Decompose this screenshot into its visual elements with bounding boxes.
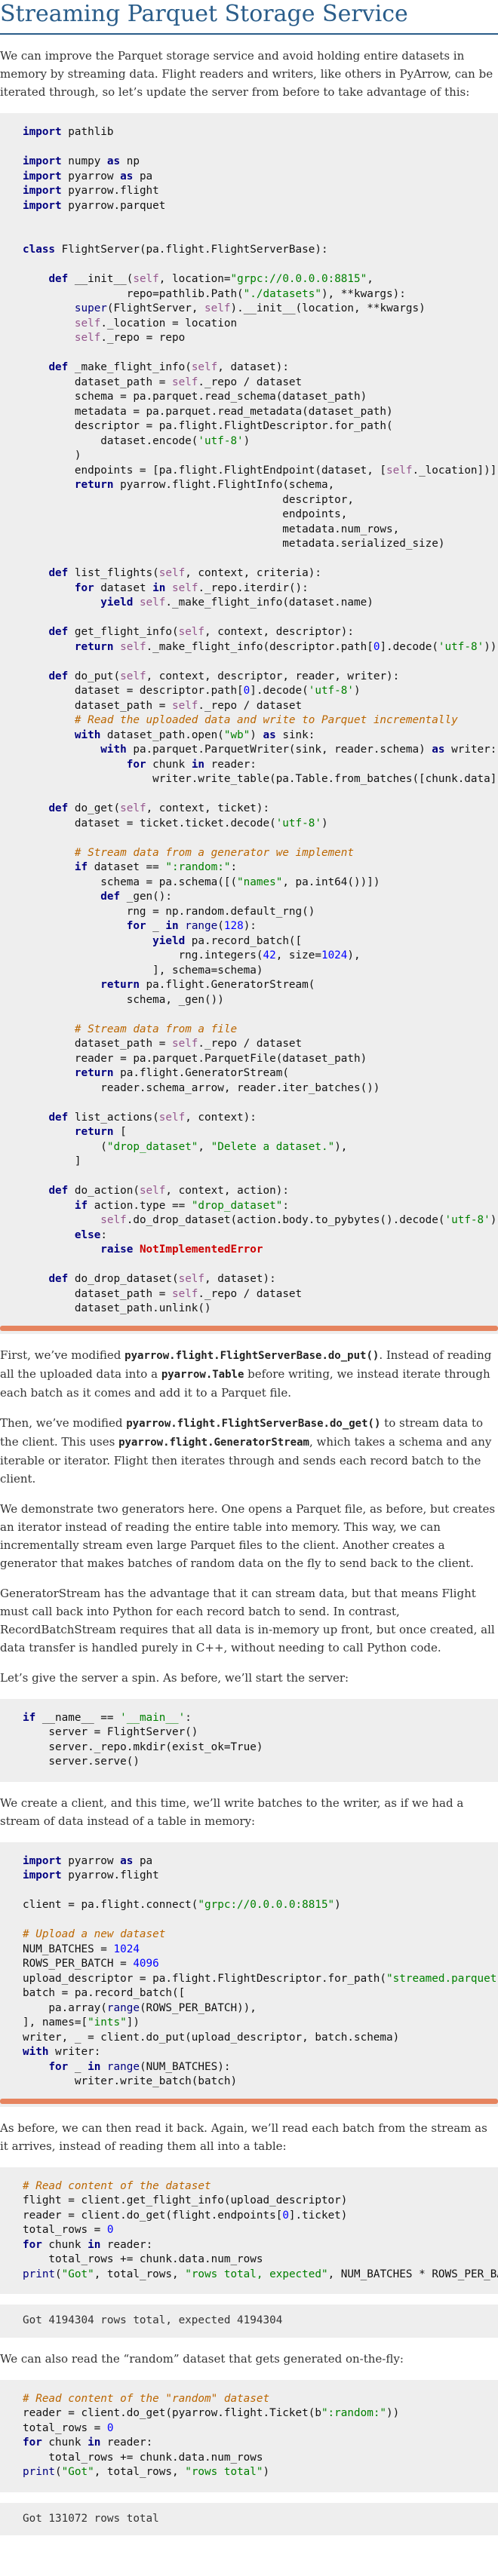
- read-output-block: Got 4194304 rows total, expected 4194304: [0, 2305, 498, 2338]
- random-output: Got 131072 rows total: [23, 2512, 159, 2525]
- generatorstream-paragraph: GeneratorStream has the advantage that i…: [0, 1586, 495, 1654]
- read-code: # Read content of the dataset flight = c…: [23, 2179, 498, 2280]
- main-code: if __name__ == '__main__': server = Flig…: [23, 1711, 263, 1768]
- main-code-block: if __name__ == '__main__': server = Flig…: [0, 1698, 498, 1782]
- spin-paragraph: Let’s give the server a spin. As before,…: [0, 1670, 349, 1685]
- code-horizontal-scrollbar[interactable]: [0, 1325, 498, 1331]
- intro-paragraph: We can improve the Parquet storage servi…: [0, 49, 493, 99]
- do-put-link[interactable]: pyarrow.flight.FlightServerBase.do_put(): [124, 1349, 380, 1362]
- table-link[interactable]: pyarrow.Table: [161, 1368, 244, 1381]
- client-paragraph: We create a client, and this time, we’ll…: [0, 1796, 464, 1828]
- generators-paragraph: We demonstrate two generators here. One …: [0, 1501, 496, 1570]
- do-get-paragraph: Then, we’ve modified pyarrow.flight.Flig…: [0, 1415, 492, 1486]
- generator-stream-link[interactable]: pyarrow.flight.GeneratorStream: [118, 1436, 309, 1449]
- client-code: import pyarrow as pa import pyarrow.flig…: [23, 1854, 498, 2088]
- read-code-block: # Read content of the dataset flight = c…: [0, 2167, 498, 2294]
- code-horizontal-scrollbar[interactable]: [0, 2098, 498, 2104]
- do-put-paragraph: First, we’ve modified pyarrow.flight.Fli…: [0, 1348, 492, 1400]
- random-code-block: # Read content of the "random" dataset r…: [0, 2379, 498, 2492]
- random-paragraph: We can also read the “random” dataset th…: [0, 2351, 404, 2366]
- read-output: Got 4194304 rows total, expected 4194304: [23, 2314, 283, 2326]
- random-output-block: Got 131072 rows total: [0, 2502, 498, 2535]
- random-code: # Read content of the "random" dataset r…: [23, 2392, 400, 2479]
- server-code: import pathlib import numpy as np import…: [23, 126, 498, 1314]
- page-title: Streaming Parquet Storage Service: [0, 0, 498, 35]
- server-code-block: import pathlib import numpy as np import…: [0, 113, 498, 1334]
- read-back-paragraph: As before, we can then read it back. Aga…: [0, 2121, 487, 2153]
- do-get-link[interactable]: pyarrow.flight.FlightServerBase.do_get(): [126, 1417, 381, 1430]
- client-code-block: import pyarrow as pa import pyarrow.flig…: [0, 1842, 498, 2107]
